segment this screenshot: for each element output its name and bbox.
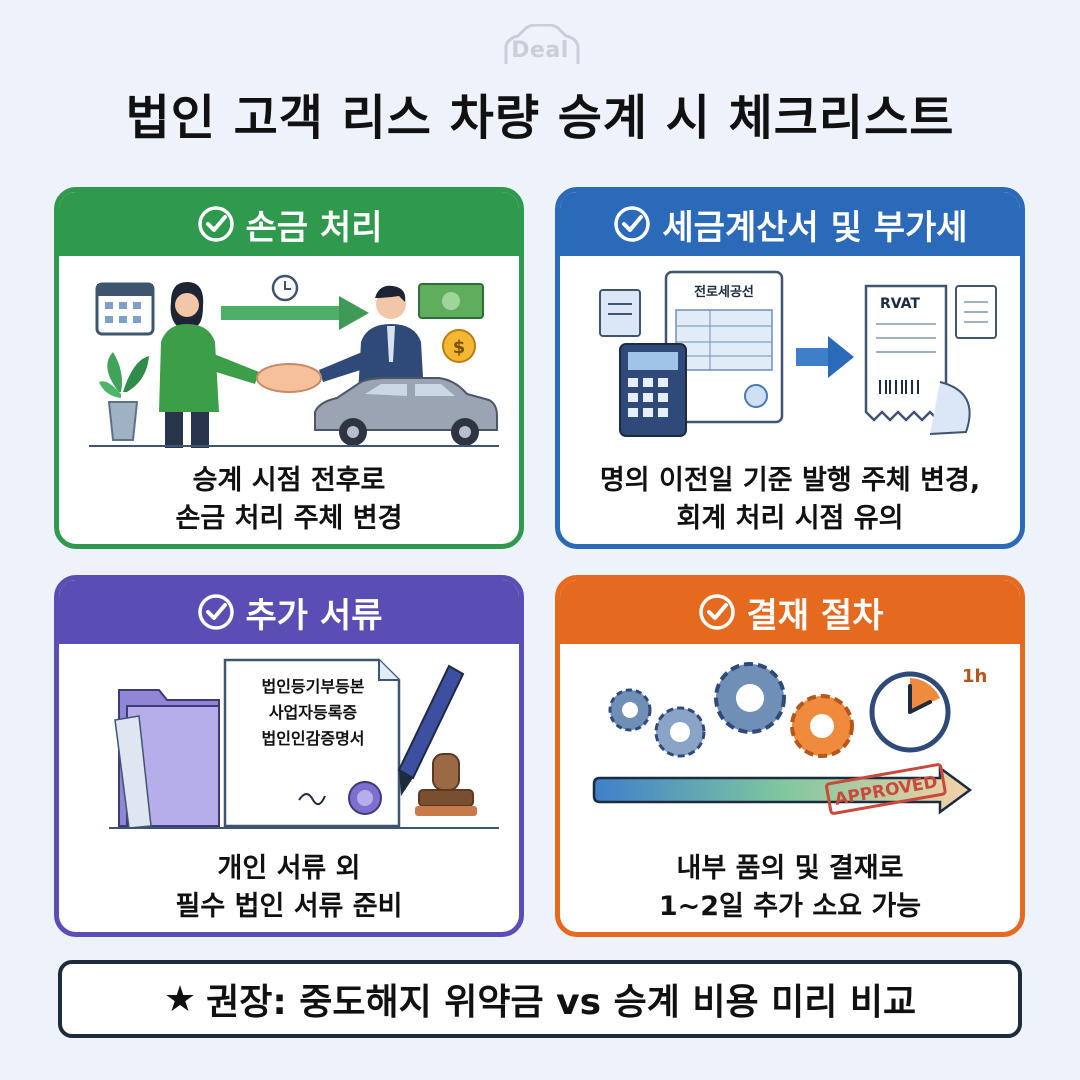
check-circle-icon — [197, 206, 234, 242]
clock-label: 1h — [962, 666, 987, 687]
documents-illustration: 법인등기부등본 사업자등록증 법인인감증명서 — [109, 658, 499, 829]
card-header: 세금계산서 및 부가세 — [560, 192, 1020, 256]
document-icon — [599, 289, 641, 337]
card-tax-invoice-vat: 세금계산서 및 부가세 전로세공선 — [555, 187, 1025, 549]
progress-arrow — [592, 765, 973, 815]
card-description: 개인 서류 외 필수 법인 서류 준비 — [175, 853, 403, 922]
recommendation-text: 권장: 중도해지 위약금 vs 승계 비용 미리 비교 — [206, 982, 917, 1023]
svg-text:사업자등록증: 사업자등록증 — [269, 703, 358, 722]
handshake-icon — [256, 363, 322, 393]
svg-text:$: $ — [453, 337, 466, 358]
svg-text:법인인감증명서: 법인인감증명서 — [261, 729, 364, 748]
card-additional-documents: 추가 서류 법인등기부등본 사업자등록증 법인인감증명서 — [54, 575, 524, 937]
arrow-right-icon — [221, 296, 369, 330]
star-icon: ★ — [163, 978, 197, 1020]
handshake-illustration: $ — [89, 274, 499, 448]
clock-icon: 1h — [869, 666, 987, 753]
card-description: 내부 품의 및 결재로 1~2일 추가 소요 가능 — [658, 853, 922, 922]
stamp-icon — [415, 753, 477, 816]
svg-text:법인등기부등본: 법인등기부등본 — [261, 677, 364, 696]
card-header: 결재 절차 — [560, 580, 1020, 644]
card-approval-process: 결재 절차 1h — [555, 575, 1025, 937]
card-description: 승계 시점 전후로 손금 처리 주체 변경 — [175, 465, 403, 534]
document-icon — [955, 285, 997, 339]
car-icon — [314, 377, 498, 446]
card-header: 추가 서류 — [59, 580, 519, 644]
woman-figure — [159, 282, 259, 448]
card-header: 손금 처리 — [59, 192, 519, 256]
logo-text: Deal — [511, 38, 569, 63]
pen-icon — [397, 664, 465, 796]
calendar-icon — [95, 282, 155, 336]
receipt-icon: RVAT — [864, 284, 971, 435]
certificate-icon: 법인등기부등본 사업자등록증 법인인감증명서 — [223, 658, 401, 828]
approval-illustration: 1h APPROVED — [592, 662, 987, 815]
check-circle-icon — [698, 594, 735, 630]
card-title: 결재 절차 — [746, 595, 884, 636]
page-title: 법인 고객 리스 차량 승계 시 체크리스트 — [125, 90, 955, 146]
card-title: 손금 처리 — [245, 207, 383, 248]
car-logo-icon — [504, 24, 580, 64]
card-title: 추가 서류 — [245, 595, 383, 636]
approved-stamp: APPROVED — [825, 763, 947, 815]
check-circle-icon — [197, 594, 234, 630]
arrow-right-icon — [796, 336, 854, 378]
folder-icon — [114, 689, 220, 829]
money-bill-icon — [418, 283, 484, 319]
card-title: 세금계산서 및 부가세 — [662, 207, 968, 248]
plant-icon — [99, 352, 149, 441]
card-tax-deduction: 손금 처리 — [54, 187, 524, 549]
receipt-label: RVAT — [880, 296, 920, 312]
invoice-illustration: 전로세공선 — [599, 270, 997, 437]
recommendation-banner: ★ 권장: 중도해지 위약금 vs 승계 비용 미리 비교 — [58, 960, 1022, 1038]
card-description: 명의 이전일 기준 발행 주체 변경, 회계 처리 시점 유의 — [599, 465, 981, 534]
check-circle-icon — [614, 206, 651, 242]
clock-icon — [271, 274, 299, 302]
invoice-label: 전로세공선 — [694, 284, 754, 300]
calculator-icon — [619, 343, 687, 437]
coin-icon: $ — [442, 329, 476, 363]
invoice-icon: 전로세공선 — [664, 270, 784, 424]
gears-icon — [608, 662, 854, 758]
